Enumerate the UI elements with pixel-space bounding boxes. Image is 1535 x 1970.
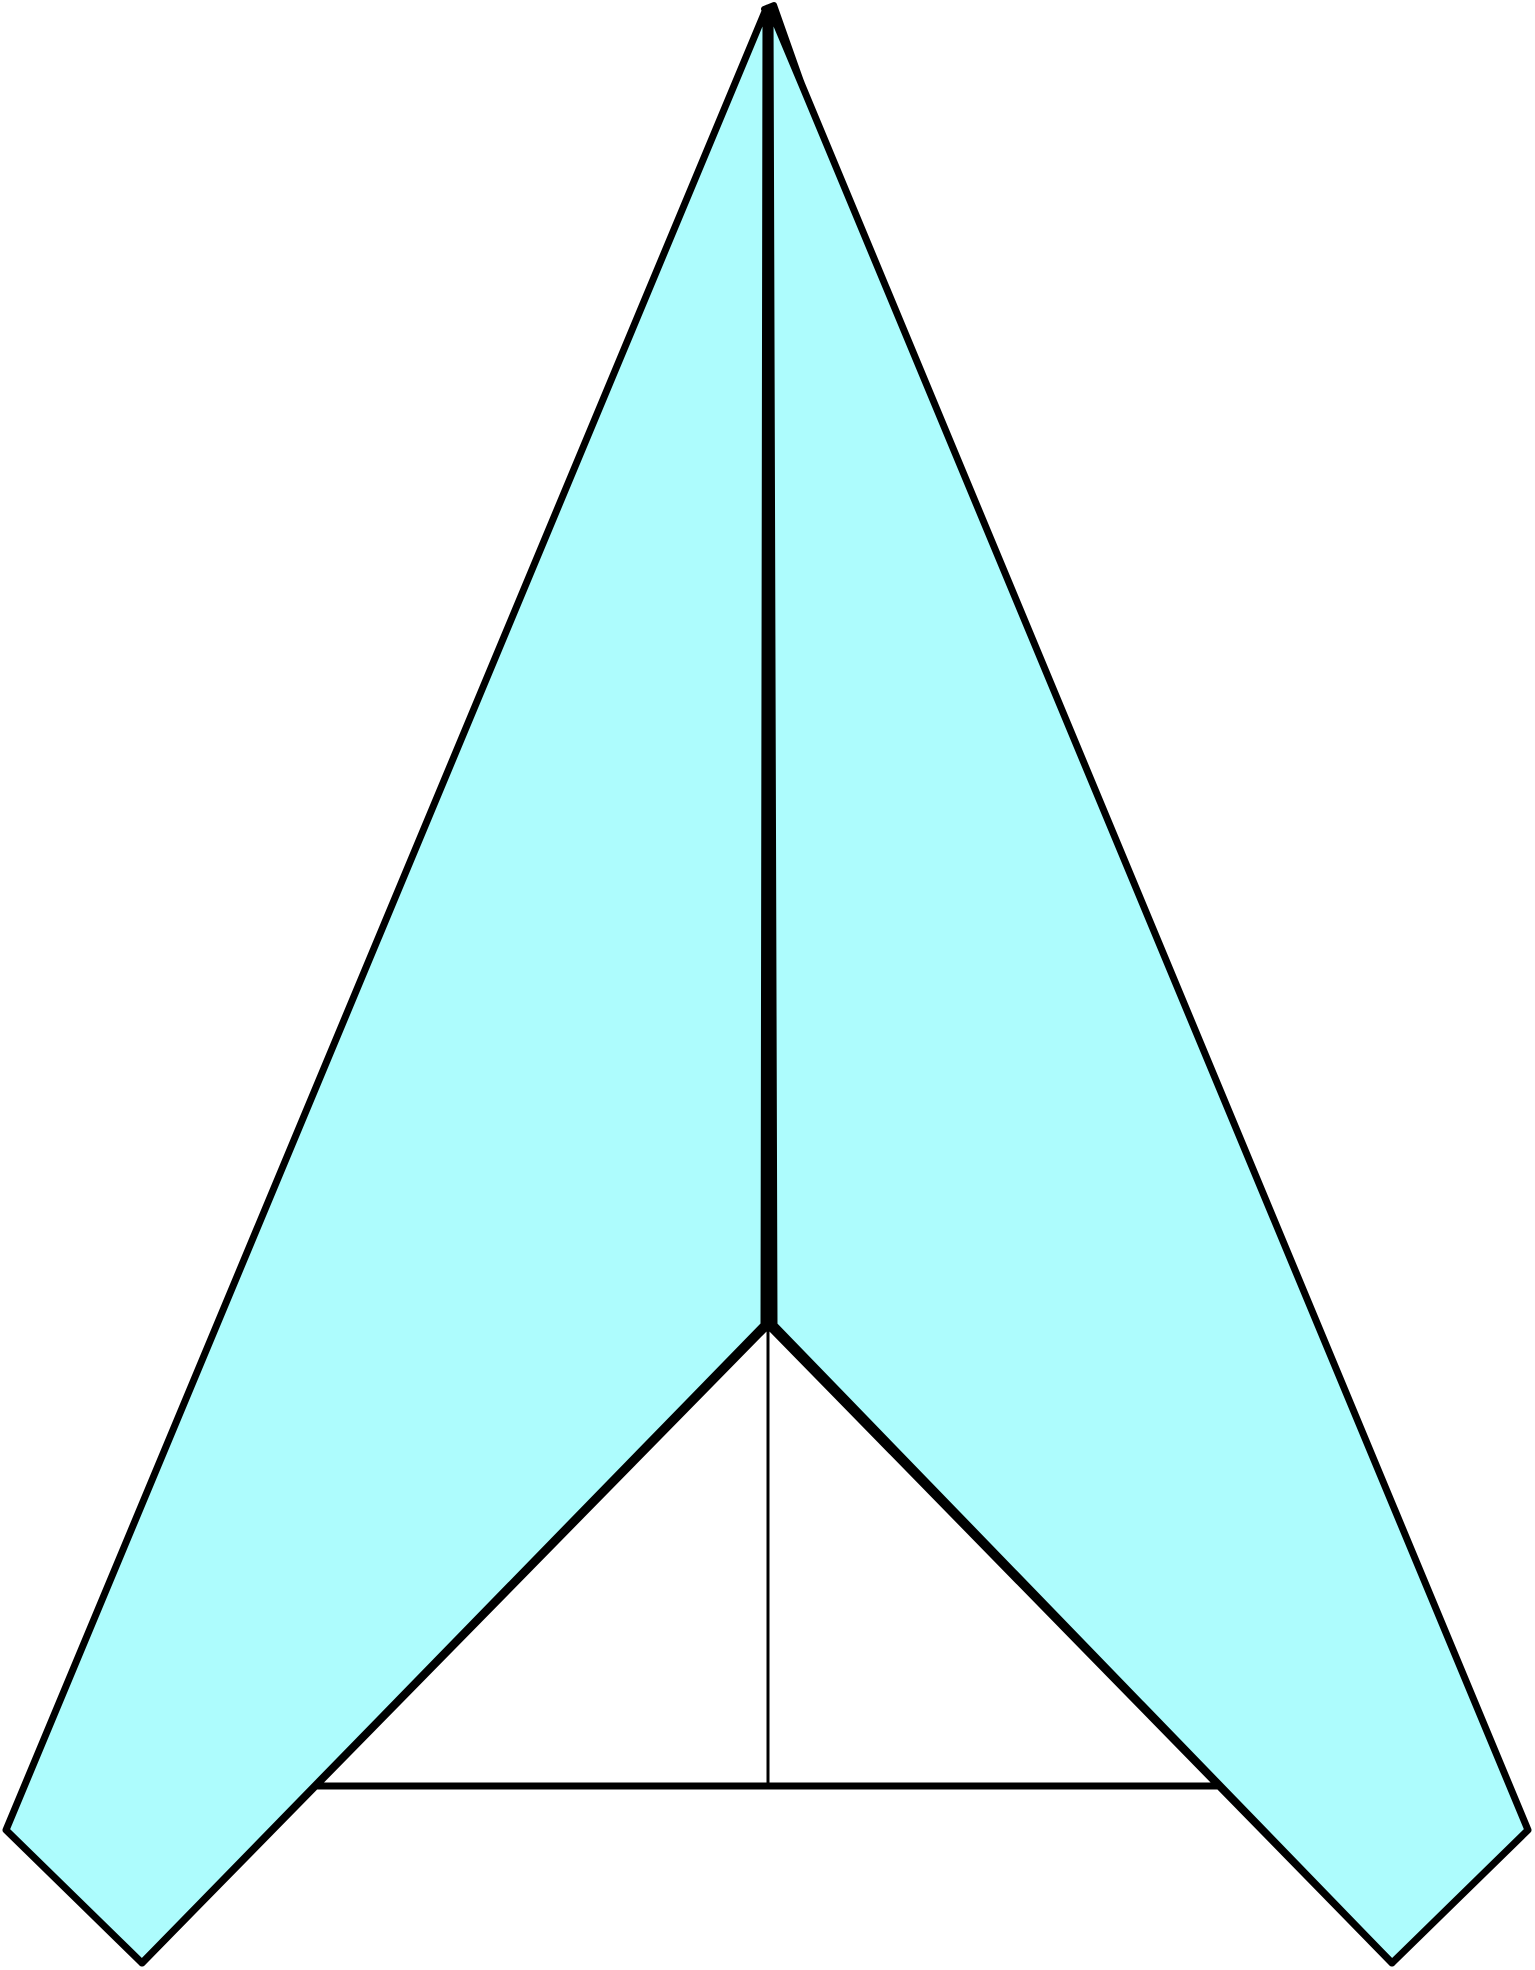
left-inner-fold — [138, 1323, 770, 1967]
right-inner-fold — [766, 1323, 1396, 1967]
right-wing-panel — [766, 5, 1532, 1967]
left-wing-panel — [2, 5, 770, 1967]
